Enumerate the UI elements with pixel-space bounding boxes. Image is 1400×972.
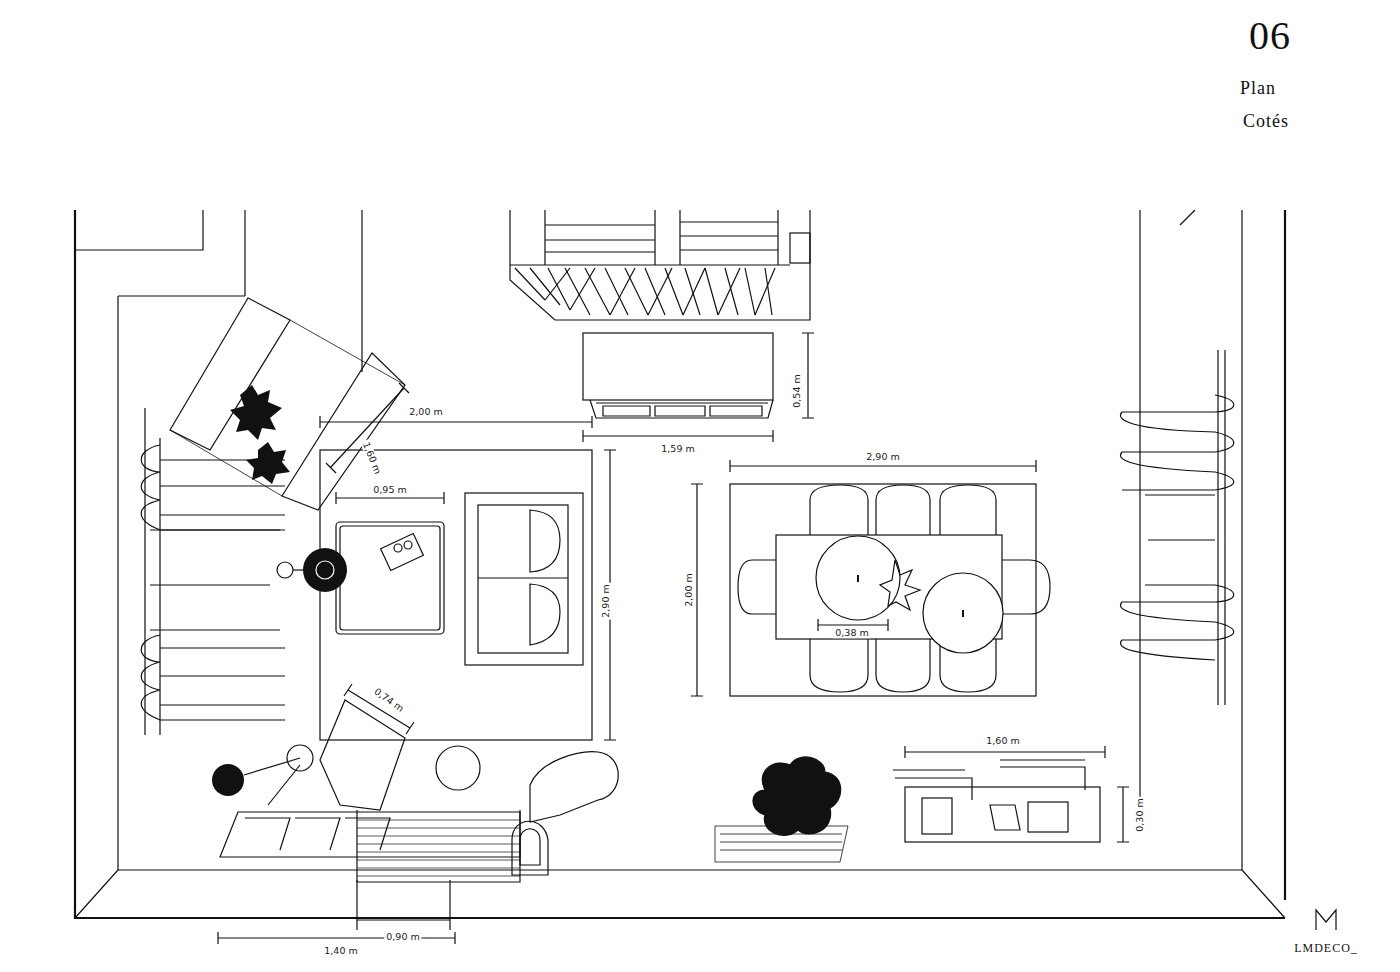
heading-label: LMDECO_ (1294, 942, 1358, 954)
dimension-label: 1,60 m (361, 439, 384, 477)
dimension-label: 2,90 m (864, 452, 901, 462)
dimension-label: 0,90 m (384, 932, 421, 942)
dimension-label: 2,90 m (601, 582, 611, 619)
heading-label: Cotés (1243, 112, 1289, 130)
dimension-label: 0,38 m (833, 628, 870, 638)
heading-label: Plan (1240, 79, 1276, 97)
dimension-label: 1,40 m (322, 946, 359, 956)
dimension-label: 0,54 m (792, 372, 802, 409)
dimension-label: 2,00 m (684, 571, 694, 608)
dimension-label: 0,95 m (371, 485, 408, 495)
dimension-label: 0,30 m (1135, 796, 1145, 833)
dimension-label: 1,59 m (659, 444, 696, 454)
dimension-label: 1,60 m (984, 736, 1021, 746)
dimension-label: 2,00 m (407, 407, 444, 417)
dimension-label: 0,74 m (371, 685, 407, 714)
page-number: 06 (1249, 16, 1291, 56)
